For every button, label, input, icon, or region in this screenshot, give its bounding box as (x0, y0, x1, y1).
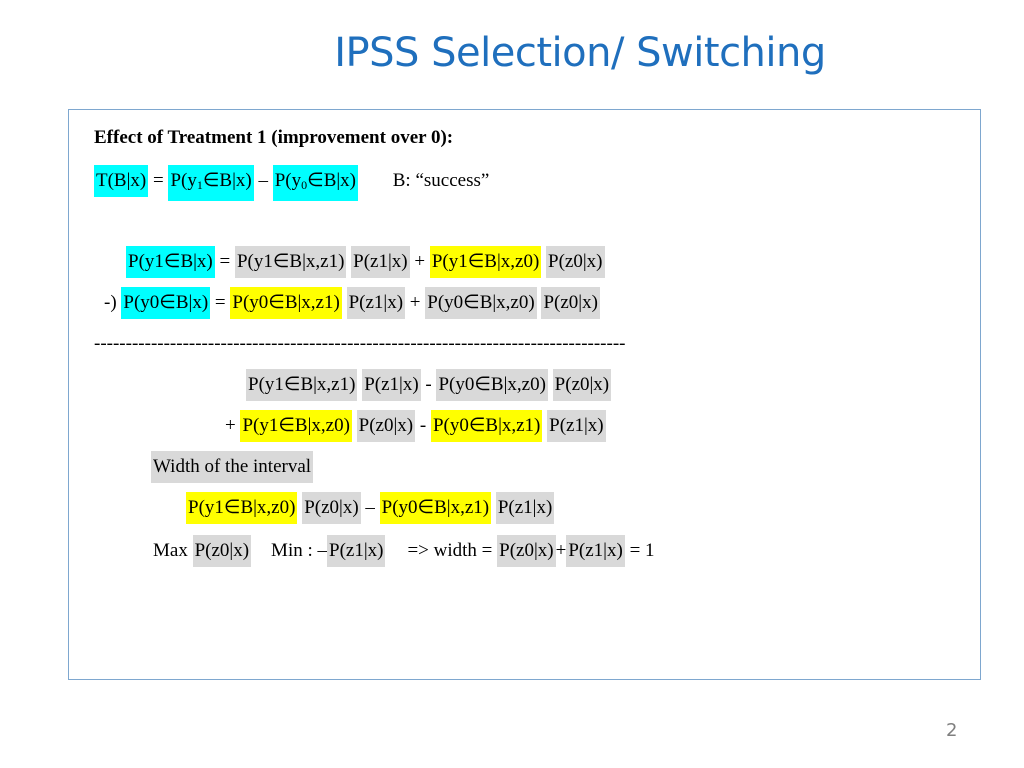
divider: ----------------------------------------… (94, 333, 626, 354)
term: P(z0|x) (552, 369, 612, 401)
operator: + (405, 292, 426, 313)
treatment-effect-term: T(B|x) (94, 165, 149, 197)
term: P(y1∈B|x,z1) (246, 369, 358, 401)
max-label: Max (153, 540, 193, 561)
definition-line: T(B|x) = P(y1∈B|x) – P(y0∈B|x) B: “succe… (94, 165, 490, 201)
term: P(z0|x) (546, 246, 605, 278)
term: P(z1|x) (566, 535, 625, 567)
min-label: Min : – (271, 540, 327, 561)
term: P(y1∈B|x) (126, 246, 215, 278)
minus-prefix: -) (104, 292, 122, 313)
term: P(z1|x) (547, 410, 606, 442)
term: P(y0∈B|x,z1) (230, 287, 342, 319)
term: P(y0∈B|x,z0) (436, 369, 548, 401)
term: P(y1∈B|x,z0) (429, 246, 542, 278)
term: P(z1|x) (351, 246, 410, 278)
term: P(z0|x) (497, 535, 556, 567)
term: P(y0∈B|x,z1) (379, 492, 492, 524)
term: P(z1|x) (327, 535, 386, 567)
equation-y1: P(y1∈B|x) = P(y1∈B|x,z1) P(z1|x) + P(y1∈… (126, 246, 605, 278)
operator: = (214, 251, 235, 272)
operator: = (210, 292, 231, 313)
width-label-line: Width of the interval (151, 451, 314, 483)
term: P(y1∈B|x,z0) (240, 410, 352, 442)
operator: = (148, 170, 169, 191)
term: P(z0|x) (192, 535, 252, 567)
term: P(z1|x) (362, 369, 421, 401)
term: P(y1∈B|x,z0) (186, 492, 298, 524)
width-expression: P(y1∈B|x,z0) P(z0|x) – P(y0∈B|x,z1) P(z1… (186, 492, 555, 524)
p-y1-term: P(y1∈B|x) (168, 165, 254, 201)
max-min-line: Max P(z0|x)Min : –P(z1|x)=> width = P(z0… (153, 535, 655, 567)
operator: - (415, 415, 431, 436)
p-y0-term: P(y0∈B|x) (272, 165, 358, 201)
plus-prefix: + (225, 415, 241, 436)
width-result-label: => width = (407, 540, 498, 561)
term: P(z0|x) (356, 410, 416, 442)
term: P(z0|x) (541, 287, 600, 319)
term: P(y0∈B|x,z0) (425, 287, 537, 319)
operator: + (555, 540, 567, 561)
result-line-2: + P(y1∈B|x,z0) P(z0|x) - P(y0∈B|x,z1) P(… (225, 410, 606, 442)
term: P(z0|x) (302, 492, 361, 524)
page-number: 2 (946, 720, 958, 741)
term: P(y0∈B|x,z1) (430, 410, 543, 442)
term: P(y0∈B|x) (121, 287, 211, 319)
operator: – (253, 170, 273, 191)
result-line-1: P(y1∈B|x,z1) P(z1|x) - P(y0∈B|x,z0) P(z0… (246, 369, 612, 401)
success-note: B: “success” (392, 170, 490, 191)
heading: Effect of Treatment 1 (improvement over … (94, 127, 454, 148)
term: P(y1∈B|x,z1) (234, 246, 347, 278)
slide-title: IPSS Selection/ Switching (334, 30, 826, 76)
operator: - (420, 374, 437, 395)
equation-y0: -) P(y0∈B|x) = P(y0∈B|x,z1) P(z1|x) + P(… (104, 287, 600, 319)
term: P(z1|x) (346, 287, 406, 319)
width-label: Width of the interval (151, 451, 314, 483)
term: P(z1|x) (495, 492, 555, 524)
operator: + (409, 251, 430, 272)
operator: – (360, 497, 380, 518)
result-value: = 1 (624, 540, 655, 561)
